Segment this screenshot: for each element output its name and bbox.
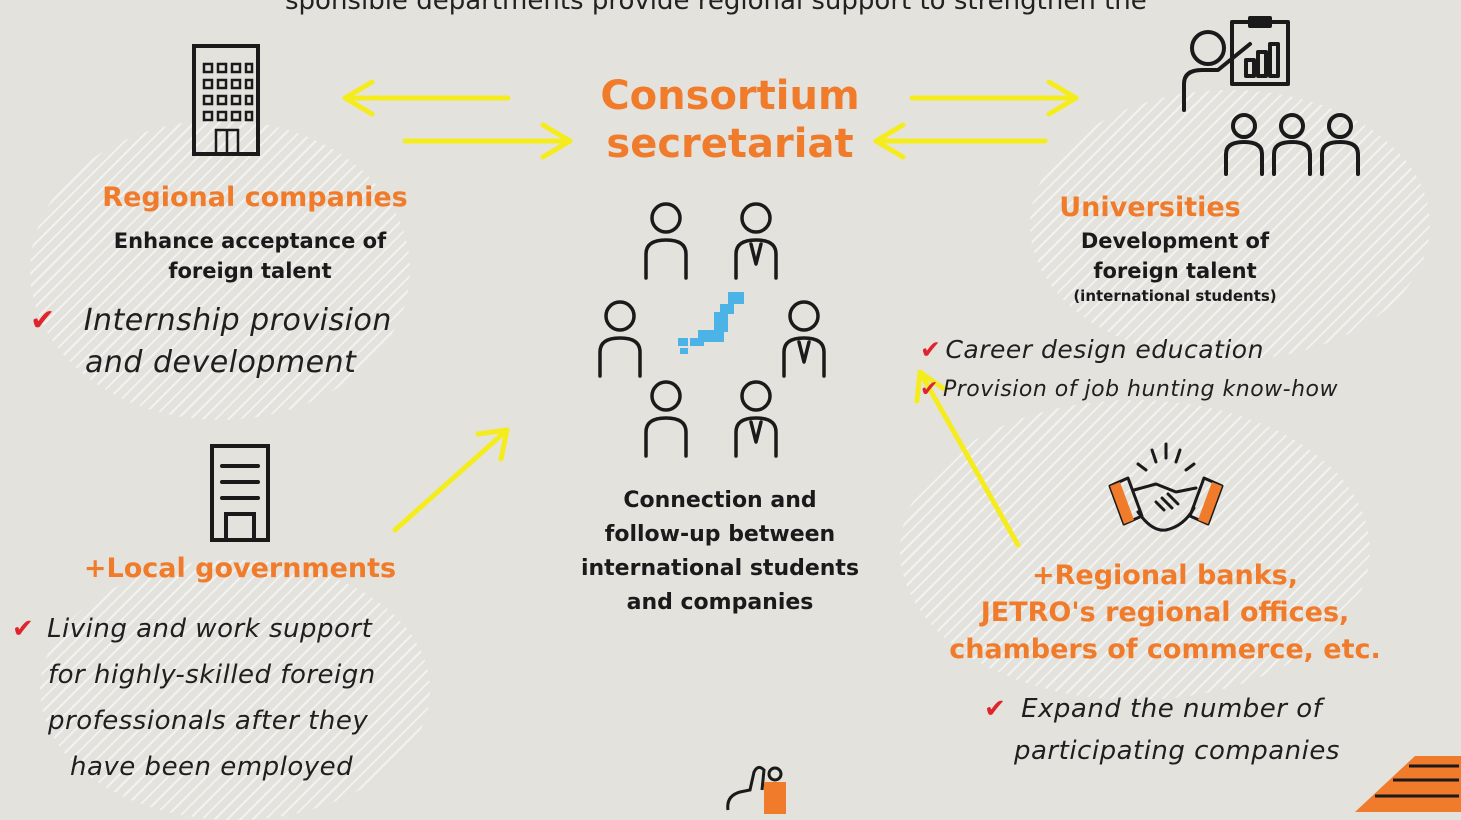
local-governments-line4: have been employed — [70, 752, 354, 782]
banks-item: ✔ Expand the number of participating com… — [984, 688, 1340, 772]
person-icon — [598, 300, 642, 378]
universities-title: Universities — [1059, 192, 1241, 223]
regional-companies-item: ✔ Internship provision and development — [30, 300, 392, 384]
regional-companies-subtitle-line1: Enhance acceptance of — [113, 229, 387, 253]
universities-subtitle-line2: foreign talent — [1093, 259, 1257, 283]
check-icon: ✔ — [920, 377, 939, 402]
roof-building-icon — [1355, 756, 1461, 812]
universities-item-2: ✔Provision of job hunting know-how — [920, 377, 1338, 402]
banks-item-line1: Expand the number of — [1021, 694, 1323, 724]
person-tie-icon — [782, 300, 826, 378]
center-line2: follow-up between — [604, 522, 836, 547]
regional-companies-item-line1: Internship provision — [83, 303, 392, 338]
government-building-icon — [210, 444, 270, 542]
center-line1: Connection and — [623, 488, 817, 513]
center-line3: international students — [580, 556, 860, 581]
regional-companies-item-line2: and development — [85, 345, 357, 380]
office-building-icon — [192, 44, 260, 156]
arrow-local-gov-to-center — [392, 427, 510, 533]
handshake-icon — [1108, 442, 1224, 532]
universities-subtitle: Development of foreign talent (internati… — [1010, 226, 1340, 306]
regional-companies-subtitle-line2: foreign talent — [168, 259, 332, 283]
local-governments-line2: for highly-skilled foreign — [48, 660, 376, 690]
banks-item-line2: participating companies — [1014, 736, 1340, 766]
person-tie-icon — [734, 380, 778, 458]
presenter-icon — [1182, 16, 1360, 176]
japan-map-icon — [678, 292, 744, 354]
local-governments-title: +Local governments — [83, 553, 397, 584]
arrow-to-companies-top — [342, 79, 511, 117]
check-icon: ✔ — [984, 694, 1007, 724]
regional-companies-subtitle: Enhance acceptance of foreign talent — [55, 226, 445, 286]
raised-hand-icon — [726, 765, 786, 814]
person-icon — [644, 202, 688, 280]
universities-subtitle-line1: Development of — [1080, 229, 1270, 253]
center-line4: and companies — [626, 590, 814, 615]
hatch-blob-bottom-left — [40, 560, 430, 820]
banks-title: +Regional banks, JETRO's regional office… — [905, 557, 1425, 668]
check-icon: ✔ — [30, 303, 56, 338]
banks-title-line3: chambers of commerce, etc. — [949, 634, 1381, 665]
universities-item-1: ✔Career design education — [920, 335, 1264, 364]
arrow-to-secretariat-left — [402, 122, 573, 160]
person-tie-icon — [734, 202, 778, 280]
local-governments-item: ✔ Living and work support for highly-ski… — [12, 606, 376, 790]
arrow-banks-to-center — [914, 369, 1021, 548]
check-icon: ✔ — [12, 614, 35, 644]
regional-companies-title: Regional companies — [102, 182, 408, 213]
banks-title-line1: +Regional banks, — [1031, 560, 1298, 591]
center-description: Connection and follow-up between interna… — [520, 484, 920, 620]
secretariat-line1: Consortium — [600, 73, 860, 119]
person-icon — [644, 380, 688, 458]
hatch-blob-right — [1030, 90, 1430, 360]
hatch-blob-bottom-right — [900, 400, 1370, 700]
universities-subtitle-line3: (international students) — [1073, 287, 1277, 305]
arrow-to-universities-top — [909, 79, 1079, 117]
arrow-to-secretariat-right — [873, 122, 1048, 160]
people-circle-icon — [598, 202, 826, 458]
secretariat-line2: secretariat — [606, 121, 854, 167]
top-caption: sponsible departments provide regional s… — [285, 0, 1147, 16]
local-governments-line1: Living and work support — [47, 614, 373, 644]
secretariat-title: Consortium secretariat — [555, 72, 905, 168]
check-icon: ✔ — [920, 335, 942, 364]
hatch-blob-left — [30, 120, 410, 420]
universities-items: ✔Career design education ✔Provision of j… — [920, 330, 1338, 410]
local-governments-line3: professionals after they — [48, 706, 369, 736]
banks-title-line2: JETRO's regional offices, — [980, 597, 1350, 628]
